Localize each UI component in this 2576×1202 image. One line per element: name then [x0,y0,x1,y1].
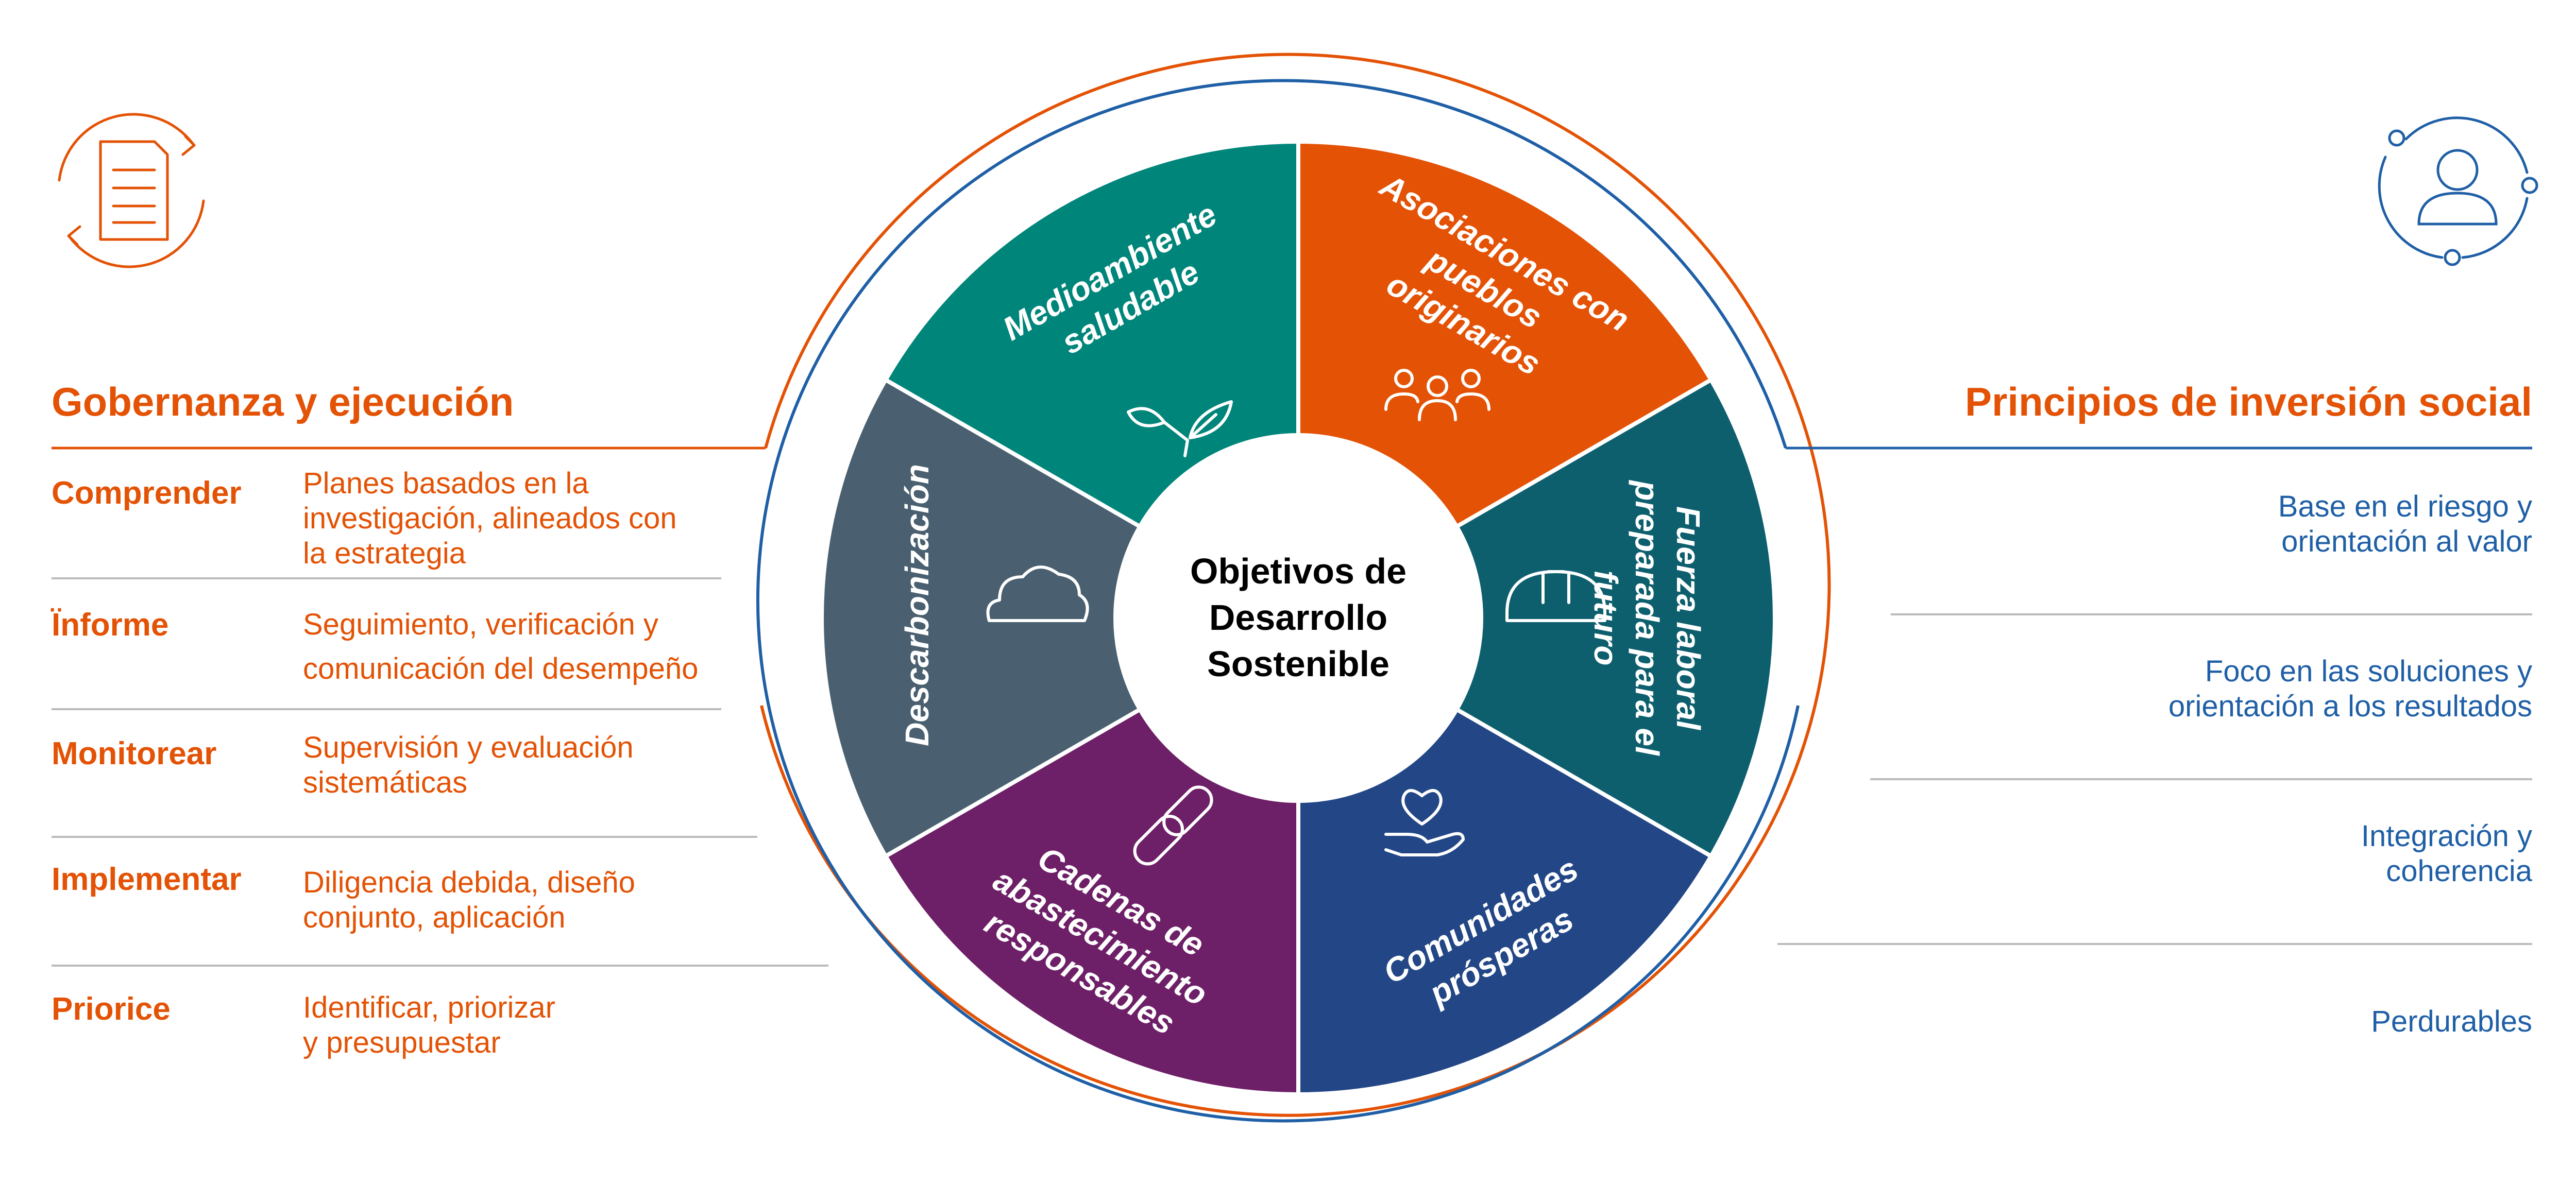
person-network-icon [2378,116,2538,266]
center-title: Objetivos de [1190,551,1406,591]
outer-orange-ring [760,53,1831,1117]
principle-item: Foco en las soluciones y orientación a l… [2168,655,2532,723]
governance-term: Implementar [52,862,242,897]
principle-item: Perdurables [2371,1005,2532,1038]
governance-desc: Planes basados en la investigación, alin… [303,467,677,570]
principles-title: Principios de inversión social [1964,379,2532,424]
inner-blue-ring [756,79,1800,1123]
people-group-icon [1384,369,1490,421]
heart-hand-icon [1384,789,1465,856]
governance-term: Monitorear [52,736,217,771]
segment-label-descarbonizacion: Descarbonización [899,464,936,746]
svg-text:preparada para el: preparada para el [1629,479,1666,756]
leaves-icon [1127,400,1233,457]
svg-text:Fuerza laboral: Fuerza laboral [1670,506,1707,730]
document-cycle-icon [58,113,205,268]
governance-term: Ïnforme [52,607,169,643]
governance-title: Gobernanza y ejecución [52,379,514,424]
cloud-icon [986,565,1089,622]
governance-desc: Diligencia debida, diseño conjunto, apli… [303,866,635,934]
governance-term: Comprender [52,475,242,511]
hard-hat-icon [1505,570,1606,622]
governance-term: Priorice [52,991,171,1027]
center-title: Desarrollo [1209,597,1387,638]
governance-desc: Supervisión y evaluación sistemáticas [303,731,634,799]
principle-item: Base en el riesgo y orientación al valor [2278,490,2532,558]
svg-text:Descarbonización: Descarbonización [899,464,936,746]
governance-desc: Identificar, priorizar y presupuestar [303,991,555,1059]
wheel-center [1115,435,1481,801]
segment-label-fuerza-laboral: Fuerza laboral preparada para el futuro [1587,479,1707,756]
principle-item: Integración y coherencia [2361,819,2532,888]
chain-link-icon [1133,785,1213,866]
governance-desc: Seguimiento, verificación y comunicación… [303,608,699,685]
center-title: Sostenible [1207,644,1389,684]
